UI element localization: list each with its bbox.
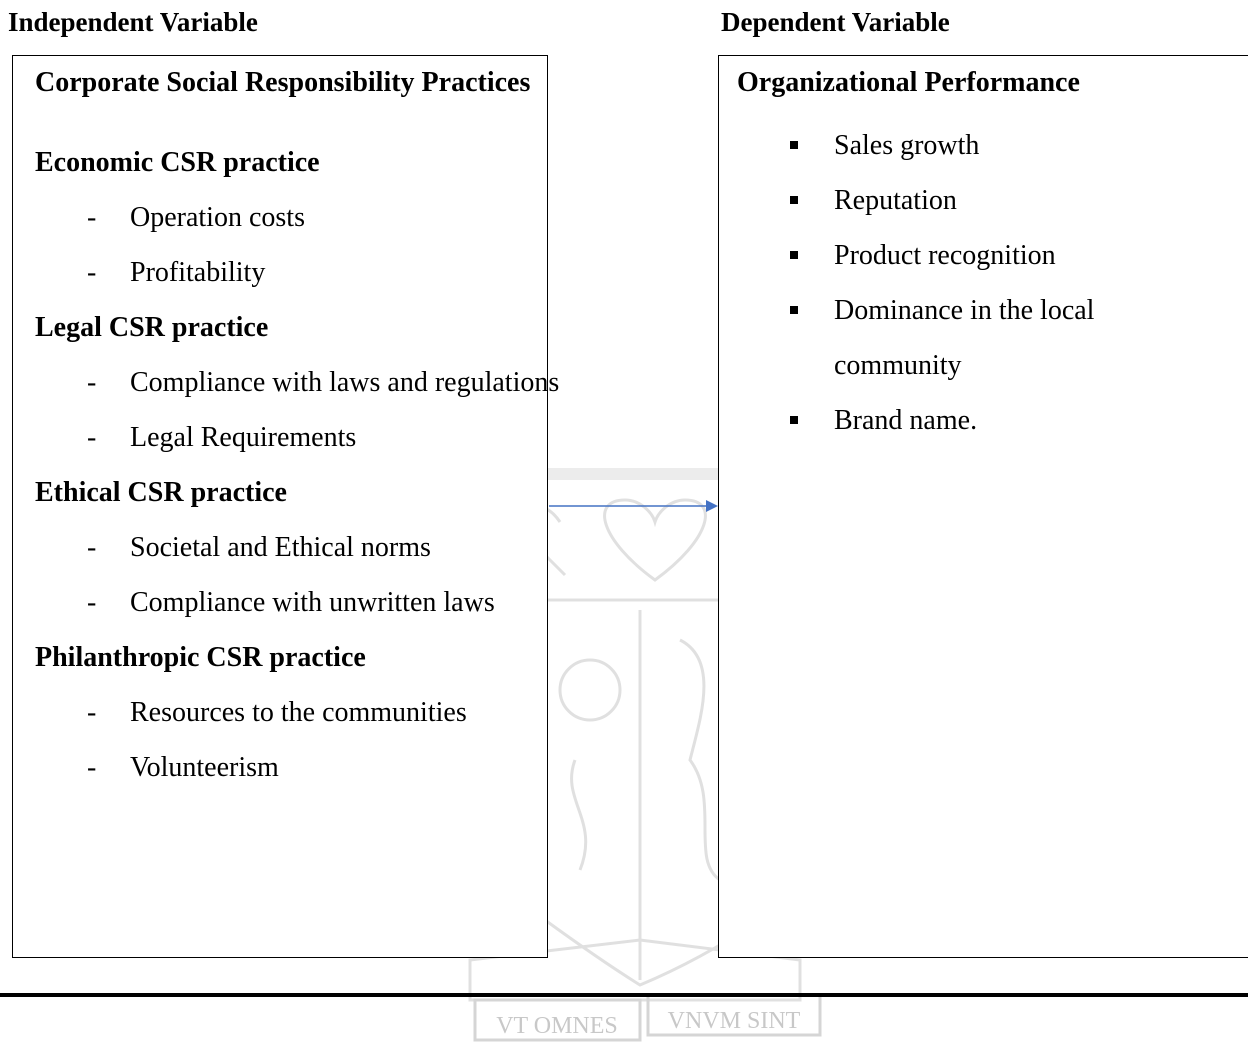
- dv-item-label: Dominance in the local community: [834, 295, 1095, 381]
- iv-group-title: Legal CSR practice: [35, 312, 269, 343]
- motto-right: VNVM SINT: [668, 1008, 801, 1034]
- iv-item-label: Societal and Ethical norms: [130, 532, 431, 563]
- dash-bullet: -: [87, 587, 97, 618]
- iv-item: - Resources to the communities: [35, 685, 560, 740]
- dv-item-label: Sales growth: [834, 130, 980, 161]
- dash-bullet: -: [87, 422, 97, 453]
- iv-item: - Volunteerism: [35, 740, 560, 795]
- iv-item-label: Compliance with unwritten laws: [130, 587, 495, 618]
- motto-left: VT OMNES: [496, 1013, 618, 1039]
- dv-item-label: Brand name.: [834, 405, 978, 436]
- independent-variable-heading: Independent Variable: [8, 7, 258, 37]
- iv-item: - Compliance with unwritten laws: [35, 575, 560, 630]
- iv-item-label: Resources to the communities: [130, 697, 467, 728]
- square-bullet-icon: [790, 416, 798, 424]
- iv-group-title: Economic CSR practice: [35, 147, 320, 178]
- square-bullet-icon: [790, 141, 798, 149]
- iv-item-label: Volunteerism: [130, 752, 279, 783]
- iv-group-items: - Compliance with laws and regulations - Le…: [35, 355, 559, 465]
- footer-rule: [0, 993, 1248, 997]
- iv-item: - Profitability: [35, 245, 560, 300]
- iv-item-label: Compliance with laws and regulations: [130, 367, 560, 398]
- dash-bullet: -: [87, 257, 97, 288]
- iv-group-items: - Societal and Ethical norms - Compliance w…: [35, 520, 547, 630]
- dv-item: Dominance in the local community: [737, 283, 1164, 393]
- iv-groups: Economic CSR practice - Operation costs - Pr…: [35, 135, 559, 795]
- iv-group-items: - Operation costs - Profitability: [35, 190, 547, 300]
- independent-variable-box: Corporate Social Responsibility Practice…: [12, 55, 559, 958]
- dv-item-label: Product recognition: [834, 240, 1056, 271]
- dash-bullet: -: [87, 202, 97, 233]
- dv-item: Reputation: [737, 173, 1164, 228]
- iv-item-label: Legal Requirements: [130, 422, 357, 453]
- square-bullet-icon: [790, 306, 798, 314]
- dv-item-label: Reputation: [834, 185, 957, 216]
- dash-bullet: -: [87, 367, 97, 398]
- dash-bullet: -: [87, 752, 97, 783]
- dash-bullet: -: [87, 532, 97, 563]
- iv-item-label: Profitability: [130, 257, 266, 288]
- arrow-head: [706, 500, 718, 512]
- dv-item: Brand name.: [737, 393, 1164, 448]
- square-bullet-icon: [790, 251, 798, 259]
- iv-group-title: Philanthropic CSR practice: [35, 642, 366, 673]
- iv-group-title: Ethical CSR practice: [35, 477, 287, 508]
- dv-box-title: Organizational Performance: [737, 67, 1080, 98]
- dv-item: Sales growth: [737, 118, 1164, 173]
- iv-box-title: Corporate Social Responsibility Practice…: [35, 67, 531, 98]
- iv-group-items: - Resources to the communities - Volunteeri…: [35, 685, 547, 795]
- iv-item: - Societal and Ethical norms: [35, 520, 560, 575]
- dv-item: Product recognition: [737, 228, 1164, 283]
- dash-bullet: -: [87, 697, 97, 728]
- dependent-variable-heading: Dependent Variable: [721, 7, 950, 37]
- iv-item: - Compliance with laws and regulations: [35, 355, 560, 410]
- iv-item: - Legal Requirements: [35, 410, 560, 465]
- iv-item: - Operation costs: [35, 190, 560, 245]
- square-bullet-icon: [790, 196, 798, 204]
- iv-item-label: Operation costs: [130, 202, 305, 233]
